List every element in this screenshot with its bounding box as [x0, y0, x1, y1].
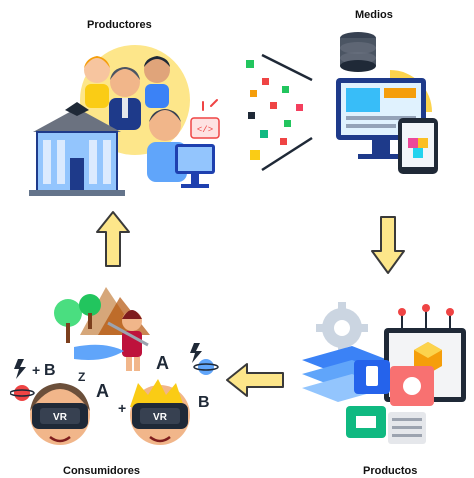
- svg-text:VR: VR: [53, 412, 68, 423]
- gear-icon: [316, 302, 368, 354]
- sparkle-icon: [202, 99, 218, 111]
- letter-z: Z: [78, 370, 85, 384]
- code-badge-icon: </>: [190, 117, 220, 139]
- letter-b-2: B: [198, 394, 210, 411]
- products-label: Productos: [363, 465, 418, 477]
- consumers-illustration: + B A A B Z + VR VR: [10, 287, 219, 445]
- producers-label: Productores: [87, 19, 152, 31]
- media-illustration: [246, 32, 438, 174]
- planet-left-icon: [10, 385, 35, 401]
- tablet-icon: [398, 118, 438, 174]
- arrow-left-icon: [226, 363, 284, 397]
- person-right-icon: [144, 56, 170, 108]
- svg-text:</>: </>: [197, 125, 213, 135]
- app-tiles-icon: [346, 360, 434, 444]
- lightning-left-icon: [14, 359, 26, 379]
- data-particles-icon: [246, 53, 313, 172]
- water-stream-icon: [74, 344, 124, 360]
- letter-a-2: A: [96, 381, 109, 401]
- planet-right-icon: [193, 359, 219, 375]
- university-building-icon: [29, 102, 125, 196]
- svg-text:VR: VR: [153, 412, 168, 423]
- arrow-down-icon: [371, 216, 405, 274]
- products-illustration: [302, 302, 466, 444]
- warrior-icon: [107, 310, 149, 371]
- letter-plus-1: +: [32, 362, 40, 378]
- producers-illustration: </>: [29, 45, 220, 196]
- database-icon: [340, 32, 376, 72]
- letter-plus-2: +: [118, 400, 126, 416]
- developer-icon: [147, 109, 215, 188]
- arrow-up-icon: [96, 211, 130, 267]
- consumers-label: Consumidores: [63, 465, 141, 477]
- letter-a-1: A: [156, 353, 169, 373]
- media-label: Medios: [355, 9, 393, 21]
- person-center-icon: [109, 67, 141, 130]
- vr-kid-right-icon: VR: [130, 379, 190, 445]
- letter-b-1: B: [44, 362, 56, 379]
- vr-kid-left-icon: VR: [30, 383, 90, 445]
- lightning-right-icon: [190, 343, 202, 363]
- person-left-icon: [84, 56, 110, 108]
